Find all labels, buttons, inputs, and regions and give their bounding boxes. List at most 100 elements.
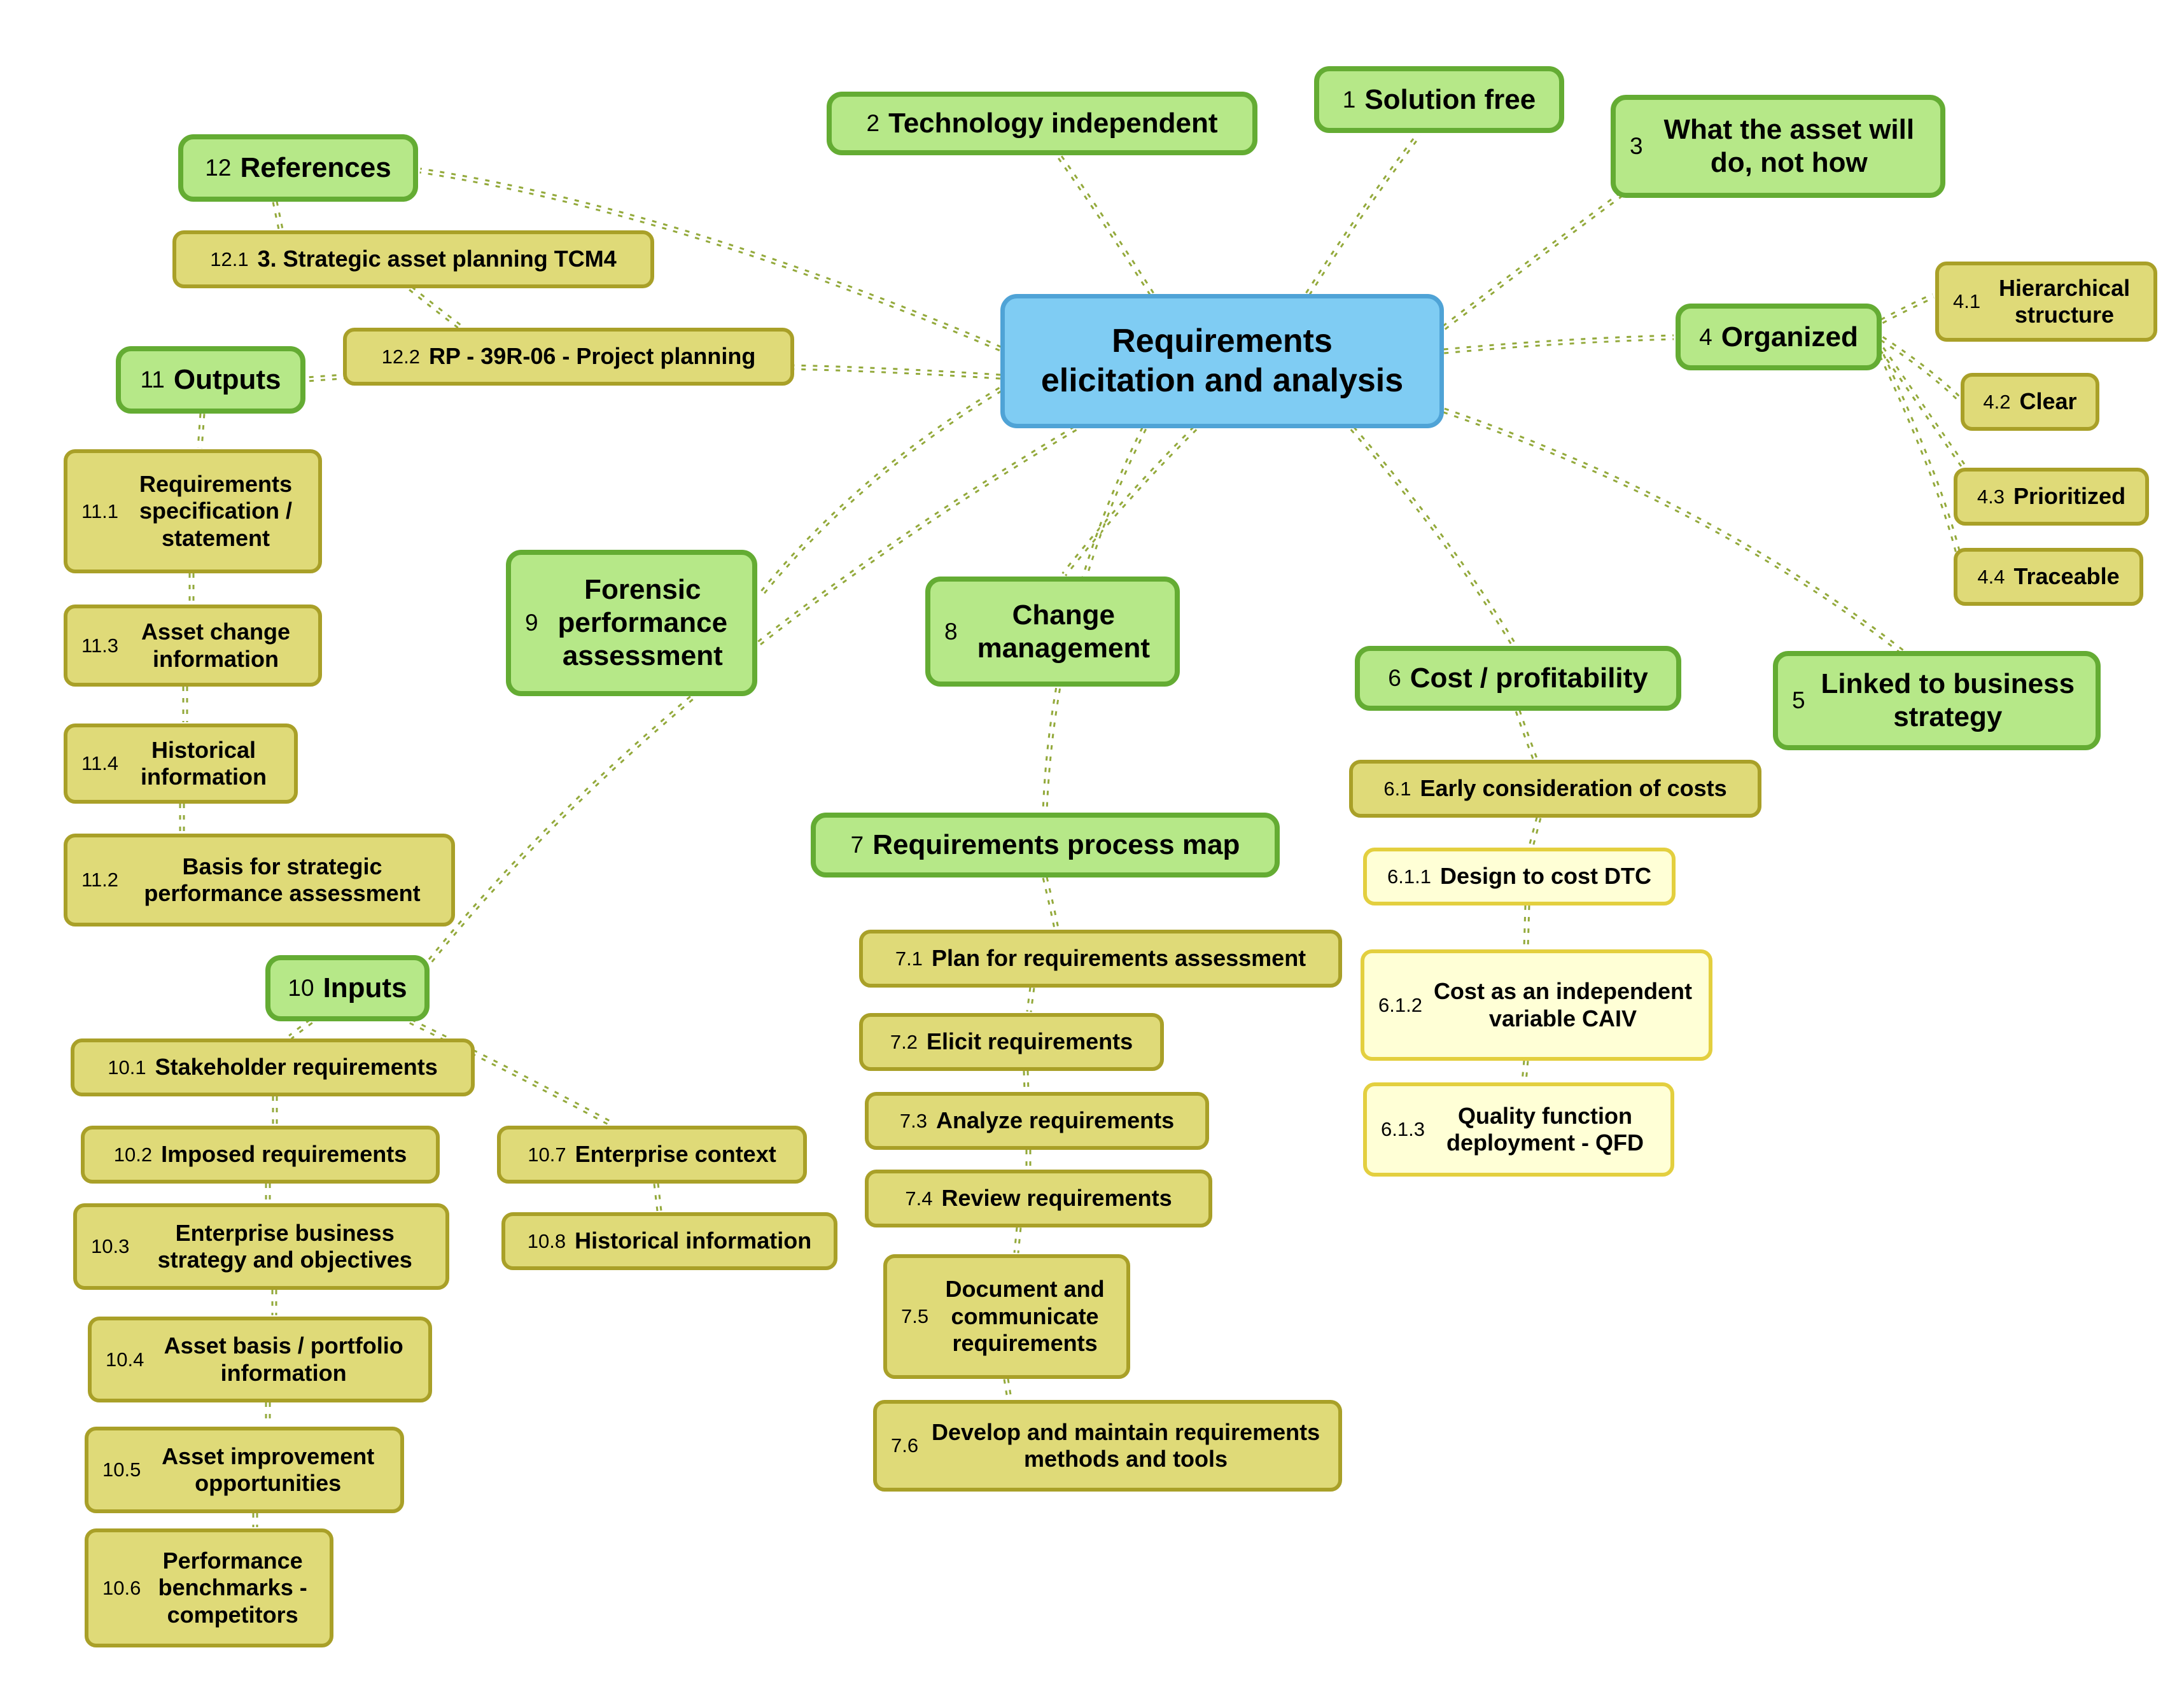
node-number: 4.1: [1953, 290, 1981, 312]
node-document-and-communicate-requirements[interactable]: 7.5 Document and communicate requirement…: [883, 1254, 1130, 1379]
node-number: 10.4: [106, 1348, 144, 1371]
node-label: Clear: [2019, 388, 2077, 415]
node-label: 3. Strategic asset planning TCM4: [257, 246, 617, 272]
node-label: Historical information: [575, 1227, 812, 1254]
node-label: Requirements process map: [872, 829, 1240, 861]
node-basis-for-strategic-performance-assessment[interactable]: 11.2 Basis for strategic performance ass…: [64, 834, 455, 926]
node-label: Review requirements: [941, 1185, 1172, 1212]
node-asset-change-information[interactable]: 11.3 Asset change information: [64, 605, 322, 687]
node-label: Hierarchical structure: [1998, 274, 2131, 328]
node-rp-39r-06-project-planning[interactable]: 12.2 RP - 39R-06 - Project planning: [343, 328, 794, 386]
node-what-asset-will-do[interactable]: 3 What the asset will do, not how: [1611, 95, 1945, 198]
node-number: 6.1: [1383, 777, 1411, 800]
node-number: 10.3: [91, 1235, 130, 1257]
node-number: 7.6: [891, 1434, 919, 1457]
node-number: 8: [944, 618, 958, 645]
node-label: Stakeholder requirements: [155, 1054, 438, 1080]
node-number: 7.4: [905, 1187, 933, 1210]
node-label: Asset improvement opportunities: [162, 1443, 375, 1496]
node-stakeholder-requirements[interactable]: 10.1 Stakeholder requirements: [71, 1038, 475, 1096]
node-number: 10: [288, 975, 314, 1001]
node-label: Imposed requirements: [161, 1141, 407, 1168]
node-number: 1: [1342, 86, 1356, 113]
node-number: 12.1: [210, 248, 249, 270]
node-quality-function-deployment-qfd[interactable]: 6.1.3 Quality function deployment - QFD: [1363, 1082, 1674, 1177]
node-label: Inputs: [323, 972, 407, 1004]
node-design-to-cost-dtc[interactable]: 6.1.1 Design to cost DTC: [1363, 848, 1676, 905]
node-number: 9: [525, 610, 538, 636]
node-label: Enterprise business strategy and objecti…: [157, 1219, 412, 1273]
node-number: 4.2: [1983, 390, 2011, 413]
node-number: 6: [1388, 665, 1401, 691]
node-label: Develop and maintain requirements method…: [931, 1418, 1320, 1472]
node-forensic-performance-assessment[interactable]: 9 Forensic performance assessment: [506, 550, 757, 696]
node-label: Historical information: [141, 736, 267, 790]
node-number: 12: [205, 155, 232, 181]
node-label: Enterprise context: [575, 1141, 776, 1168]
node-number: 10.7: [528, 1143, 566, 1166]
node-plan-for-requirements-assessment[interactable]: 7.1 Plan for requirements assessment: [859, 930, 1342, 988]
node-historical-information-inputs[interactable]: 10.8 Historical information: [501, 1212, 837, 1270]
node-label: Document and communicate requirements: [945, 1276, 1105, 1357]
node-label: Asset basis / portfolio information: [164, 1332, 403, 1386]
node-number: 11.3: [81, 634, 119, 657]
node-imposed-requirements[interactable]: 10.2 Imposed requirements: [81, 1126, 440, 1184]
node-number: 11.2: [81, 869, 119, 891]
node-label: Cost / profitability: [1410, 662, 1648, 694]
node-label: Analyze requirements: [935, 1107, 1175, 1134]
node-number: 7.5: [901, 1305, 929, 1327]
node-early-consideration-of-costs[interactable]: 6.1 Early consideration of costs: [1349, 760, 1761, 818]
node-number: 4.4: [1977, 565, 2005, 588]
node-number: 6.1.3: [1381, 1118, 1425, 1140]
node-label: Elicit requirements: [927, 1028, 1133, 1055]
node-enterprise-context[interactable]: 10.7 Enterprise context: [497, 1126, 807, 1184]
node-organized[interactable]: 4 Organized: [1676, 304, 1882, 370]
node-technology-independent[interactable]: 2 Technology independent: [827, 92, 1257, 155]
node-historical-information-outputs[interactable]: 11.4 Historical information: [64, 724, 298, 804]
node-number: 12.2: [381, 345, 420, 368]
node-cost-as-independent-variable-caiv[interactable]: 6.1.2 Cost as an independent variable CA…: [1361, 949, 1712, 1061]
node-label: Forensic performance assessment: [557, 574, 728, 671]
node-review-requirements[interactable]: 7.4 Review requirements: [865, 1170, 1212, 1227]
node-label: Traceable: [2013, 563, 2120, 590]
node-prioritized[interactable]: 4.3 Prioritized: [1954, 468, 2149, 526]
node-performance-benchmarks-competitors[interactable]: 10.6 Performance benchmarks - competitor…: [85, 1528, 333, 1647]
node-number: 7.1: [895, 947, 923, 970]
node-number: 10.6: [102, 1576, 141, 1599]
node-develop-and-maintain-requirements-methods[interactable]: 7.6 Develop and maintain requirements me…: [873, 1400, 1342, 1492]
node-label: Technology independent: [888, 108, 1218, 139]
node-requirements-specification-statement[interactable]: 11.1 Requirements specification / statem…: [64, 449, 322, 573]
node-number: 3: [1630, 133, 1643, 159]
node-asset-improvement-opportunities[interactable]: 10.5 Asset improvement opportunities: [85, 1427, 404, 1513]
node-outputs[interactable]: 11 Outputs: [116, 346, 305, 414]
node-center-topic[interactable]: Requirements elicitation and analysis: [1000, 294, 1444, 428]
node-requirements-process-map[interactable]: 7 Requirements process map: [811, 813, 1280, 877]
node-change-management[interactable]: 8 Change management: [925, 577, 1180, 687]
node-label: Linked to business strategy: [1821, 668, 2075, 732]
node-traceable[interactable]: 4.4 Traceable: [1954, 548, 2143, 606]
node-label: Asset change information: [141, 619, 291, 672]
node-asset-basis-portfolio-information[interactable]: 10.4 Asset basis / portfolio information: [88, 1317, 432, 1402]
node-number: 5: [1792, 687, 1805, 713]
node-number: 10.5: [102, 1458, 141, 1481]
node-cost-profitability[interactable]: 6 Cost / profitability: [1355, 646, 1681, 711]
node-enterprise-business-strategy-objectives[interactable]: 10.3 Enterprise business strategy and ob…: [73, 1203, 449, 1290]
node-label: References: [240, 152, 391, 184]
node-number: 10.8: [527, 1229, 566, 1252]
node-strategic-asset-planning-tcm4[interactable]: 12.1 3. Strategic asset planning TCM4: [172, 230, 654, 288]
node-number: 10.1: [108, 1056, 146, 1079]
node-label: Early consideration of costs: [1420, 775, 1727, 802]
node-label: Plan for requirements assessment: [931, 945, 1306, 972]
node-label: RP - 39R-06 - Project planning: [428, 343, 756, 370]
node-linked-to-business-strategy[interactable]: 5 Linked to business strategy: [1773, 651, 2101, 750]
node-clear[interactable]: 4.2 Clear: [1961, 373, 2099, 431]
node-label: Requirements elicitation and analysis: [1040, 323, 1404, 399]
node-elicit-requirements[interactable]: 7.2 Elicit requirements: [859, 1013, 1164, 1071]
node-solution-free[interactable]: 1 Solution free: [1314, 66, 1564, 133]
node-references[interactable]: 12 References: [178, 134, 418, 202]
node-inputs[interactable]: 10 Inputs: [265, 955, 430, 1021]
node-hierarchical-structure[interactable]: 4.1 Hierarchical structure: [1935, 262, 2157, 342]
node-label: Change management: [977, 599, 1150, 664]
node-analyze-requirements[interactable]: 7.3 Analyze requirements: [865, 1092, 1209, 1150]
